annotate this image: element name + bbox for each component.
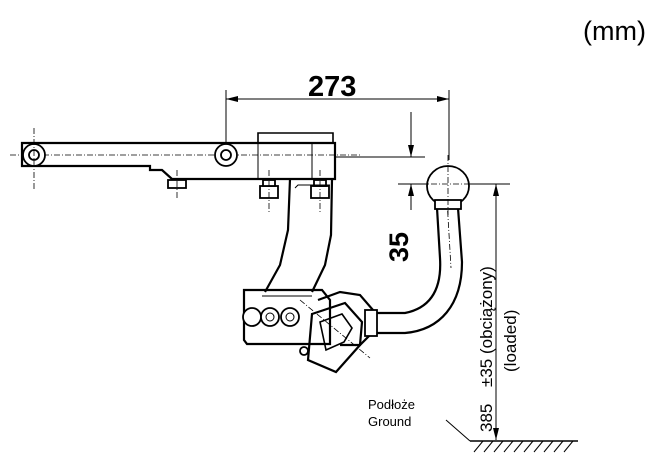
units-label: (mm) [583,16,646,46]
tow-ball-neck [364,199,464,337]
mounting-bar [10,128,360,190]
ground-label-en: Ground [368,414,411,429]
dimension-35: 35 [336,112,432,262]
dimension-385-label: 385 [477,404,496,432]
dimension-273: 273 [225,71,450,160]
ground-marker: Podłoże Ground [368,397,578,453]
hitch-body [242,288,375,374]
dimension-35-label: 35 [384,232,414,262]
dimension-loaded-label: (loaded) [501,310,520,372]
vertical-bracket [264,178,334,293]
ground-label-pl: Podłoże [368,397,415,412]
mounting-bolts [167,170,330,212]
dimension-273-label: 273 [308,71,356,103]
dimension-385: 385 ±35 (obciążony) (loaded) [466,183,520,440]
dimension-tolerance-label: ±35 (obciążony) [477,266,496,387]
tow-ball [420,155,478,215]
